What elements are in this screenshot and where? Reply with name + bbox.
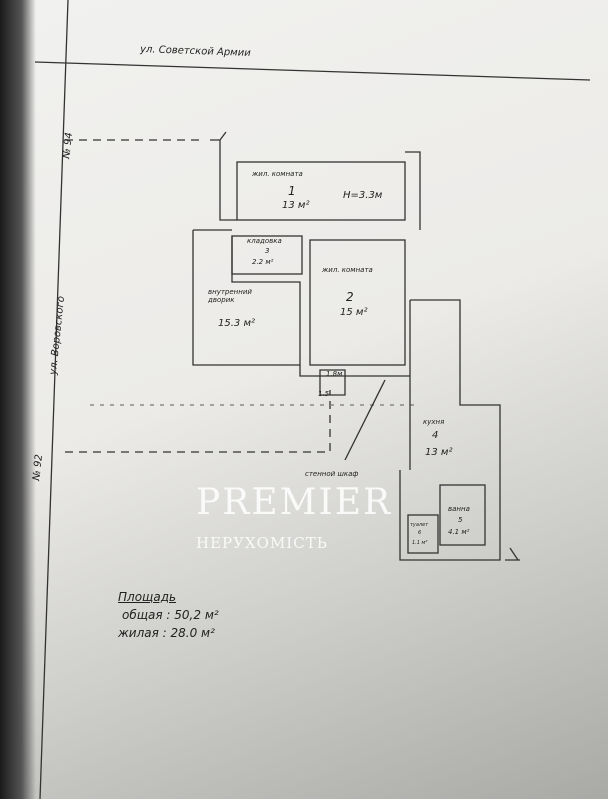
room-3-area: 2.2 м² [252, 258, 274, 266]
dimension-2: 1.5 [318, 390, 330, 398]
photo-edge-shadow [0, 0, 36, 799]
closet-label: стенной шкаф [305, 470, 359, 478]
area-summary-title: Площадь [118, 590, 177, 604]
room-1-wall [236, 161, 406, 221]
watermark-brand: PREMIER [196, 482, 393, 523]
vestibule [319, 369, 346, 396]
lower-wall [299, 365, 410, 377]
room-6-area: 1.1 м² [412, 540, 428, 546]
area-total: общая : 50,2 м² [122, 608, 219, 622]
bath-wall [439, 484, 486, 546]
room-6-type: туалет [410, 522, 429, 528]
floor-plan-paper [20, 0, 608, 799]
room-1-height: H=3.3м [343, 190, 383, 201]
room-6-num: 6 [418, 530, 422, 536]
street-line-left [39, 0, 69, 799]
outer-wall [210, 131, 421, 230]
room-1-area: 13 м² [282, 200, 310, 211]
room-4-area: 13 м² [425, 447, 453, 458]
room-4-type: кухня [423, 418, 445, 426]
wall-break [505, 547, 520, 561]
boundary-92 [65, 390, 331, 453]
courtyard-area: 15.3 м² [218, 318, 255, 329]
room-2-num: 2 [346, 290, 354, 304]
room-2-wall [309, 239, 406, 366]
toilet-wall [407, 514, 439, 554]
room-3-num: 3 [265, 247, 270, 255]
room-5-area: 4.1 м² [448, 528, 470, 536]
room-1-num: 1 [288, 184, 296, 198]
room-5-type: ванна [448, 505, 470, 513]
kitchen-wall [399, 299, 501, 561]
area-living: жилая : 28.0 м² [118, 626, 215, 640]
room-4-num: 4 [432, 430, 439, 441]
room-3-type: кладовка [247, 237, 282, 245]
courtyard-wall [192, 229, 301, 366]
room-1-type: жил. комната [252, 170, 303, 178]
room-2-type: жил. комната [322, 266, 373, 274]
closet-pointer [344, 379, 386, 461]
room-2-area: 15 м² [340, 307, 368, 318]
room-5-num: 5 [458, 516, 463, 524]
dimension-1: 1.8м [326, 370, 343, 378]
courtyard-type: внутренний дворик [208, 288, 252, 304]
street-line-top [34, 61, 591, 81]
watermark-sub: НЕРУХОМІСТЬ [196, 534, 328, 552]
